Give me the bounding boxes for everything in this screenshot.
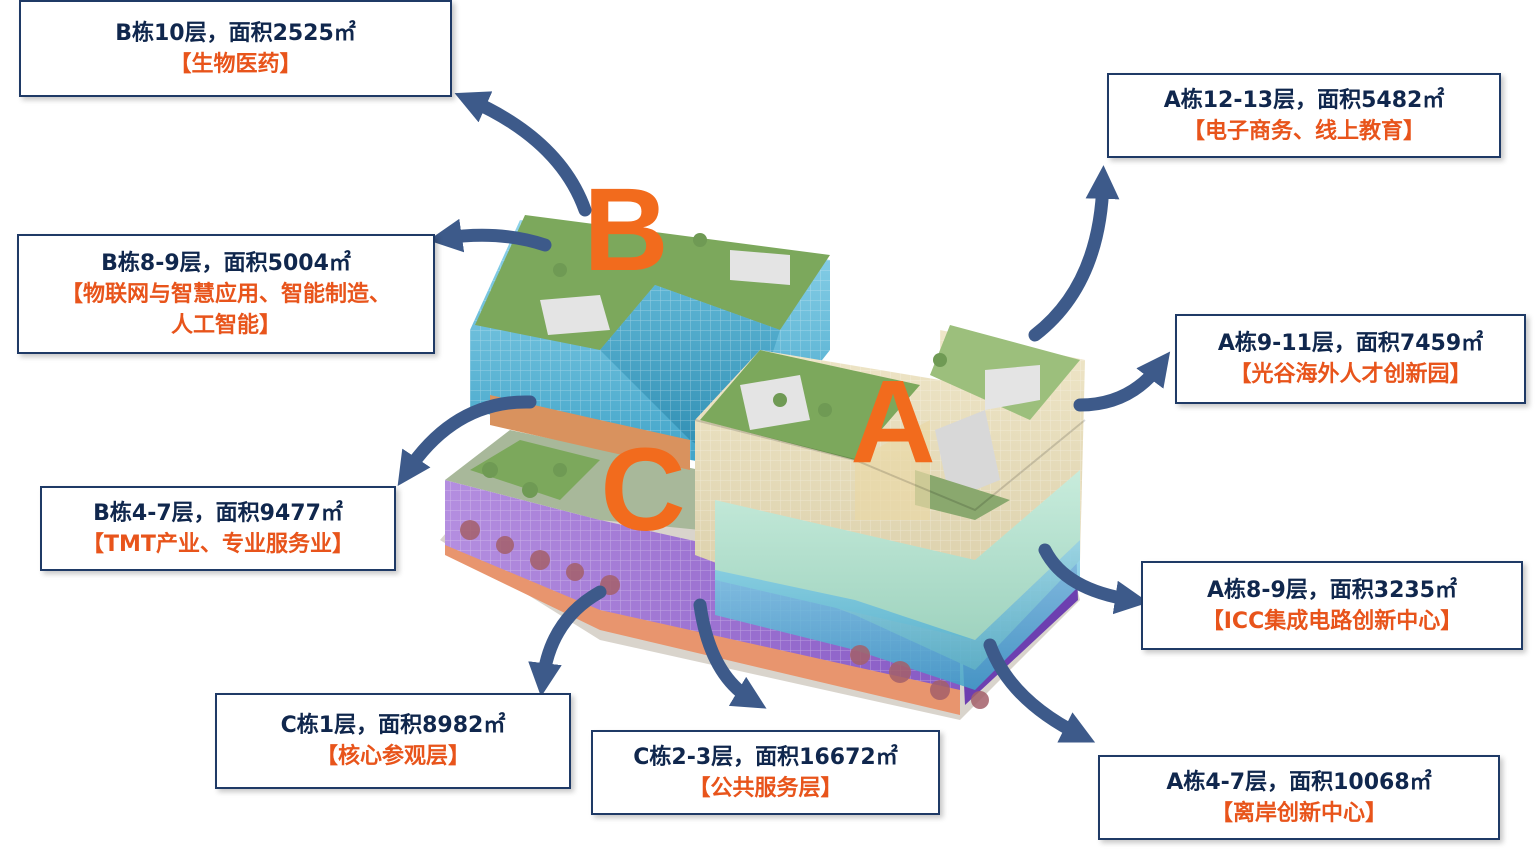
callout-use: 【光谷海外人才创新园】 <box>1229 362 1472 387</box>
curved-arrow-icon <box>983 638 1096 743</box>
curved-arrow-icon <box>1073 351 1171 412</box>
callout-area: B栋8-9层，面积5004㎡ <box>101 250 351 276</box>
callout-use: 【核心参观层】 <box>315 744 470 769</box>
curved-arrow-icon <box>528 585 607 697</box>
callout-b-10: B栋10层，面积2525㎡ 【生物医药】 <box>19 0 452 97</box>
curved-arrow-icon <box>428 218 552 253</box>
callout-a-12-13: A栋12-13层，面积5482㎡ 【电子商务、线上教育】 <box>1107 73 1501 158</box>
callout-area: B栋10层，面积2525㎡ <box>115 20 356 46</box>
callout-use: 【公共服务层】 <box>688 775 843 801</box>
callout-area: B栋4-7层，面积9477㎡ <box>93 500 343 526</box>
callout-area: C栋1层，面积8982㎡ <box>280 713 506 738</box>
callout-area: A栋4-7层，面积10068㎡ <box>1166 769 1432 795</box>
curved-arrow-icon <box>454 91 592 217</box>
building-letter-c: C <box>600 424 685 556</box>
callout-a-4-7: A栋4-7层，面积10068㎡ 【离岸创新中心】 <box>1098 755 1500 840</box>
callout-use: 【ICC集成电路创新中心】 <box>1201 608 1463 634</box>
callout-use: 【物联网与智慧应用、智能制造、 <box>60 281 391 307</box>
callout-a-8-9: A栋8-9层，面积3235㎡ 【ICC集成电路创新中心】 <box>1141 561 1523 650</box>
callout-area: A栋9-11层，面积7459㎡ <box>1217 331 1484 356</box>
curved-arrow-icon <box>693 598 767 709</box>
callout-area: A栋12-13层，面积5482㎡ <box>1163 87 1445 113</box>
callout-area: C栋2-3层，面积16672㎡ <box>633 744 898 770</box>
callout-c-2-3: C栋2-3层，面积16672㎡ 【公共服务层】 <box>591 730 940 815</box>
building-letter-b: B <box>583 164 668 296</box>
building-letter-a: A <box>850 356 935 488</box>
callout-use: 【TMT产业、专业服务业】 <box>82 531 354 557</box>
callout-use: 【电子商务、线上教育】 <box>1182 118 1425 144</box>
callout-use-line2: 人工智能】 <box>170 312 281 338</box>
curved-arrow-icon <box>397 395 537 487</box>
curved-arrow-icon <box>1038 543 1149 615</box>
callout-c-1: C栋1层，面积8982㎡ 【核心参观层】 <box>215 693 571 789</box>
callout-use: 【离岸创新中心】 <box>1210 800 1387 826</box>
curved-arrow-icon <box>1028 165 1120 342</box>
callout-b-8-9: B栋8-9层，面积5004㎡ 【物联网与智慧应用、智能制造、 人工智能】 <box>17 234 435 354</box>
callout-area: A栋8-9层，面积3235㎡ <box>1206 577 1457 603</box>
callout-use: 【生物医药】 <box>169 51 302 77</box>
arrows <box>397 91 1171 743</box>
callout-a-9-11: A栋9-11层，面积7459㎡ 【光谷海外人才创新园】 <box>1175 314 1526 404</box>
callout-b-4-7: B栋4-7层，面积9477㎡ 【TMT产业、专业服务业】 <box>40 486 396 571</box>
